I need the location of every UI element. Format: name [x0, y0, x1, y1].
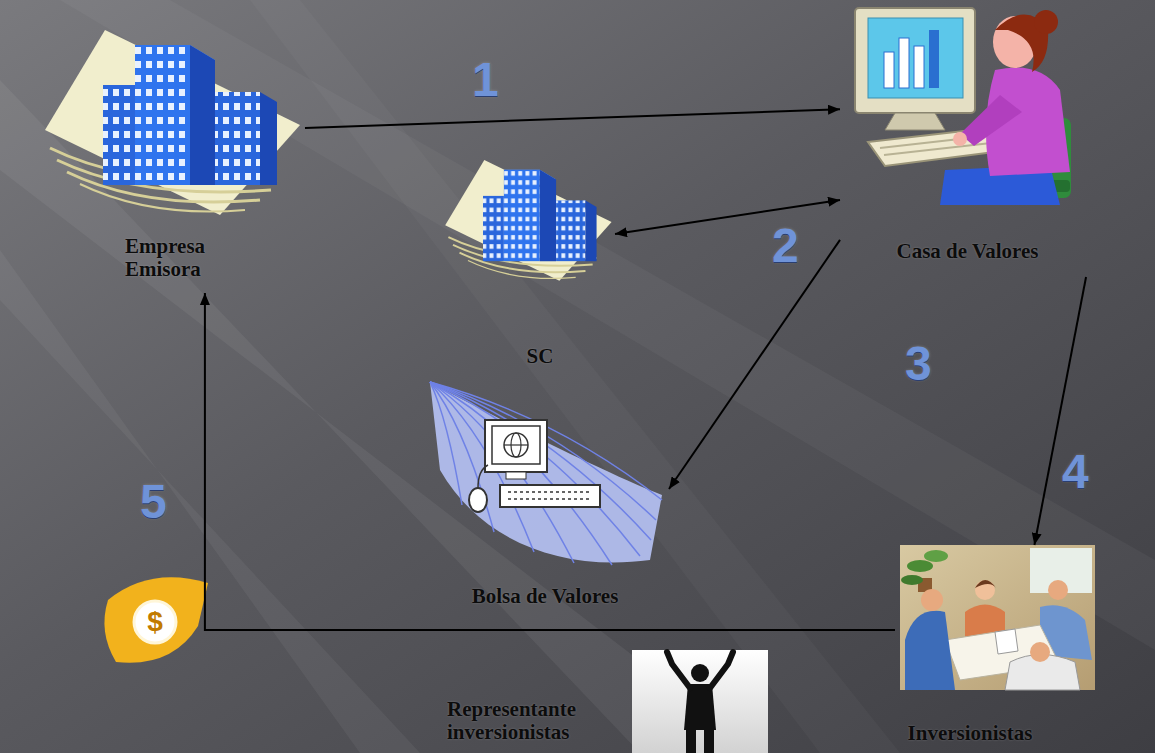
flow-arrow — [305, 109, 840, 128]
representative-silhouette — [686, 728, 696, 753]
exchange-computer-icon — [504, 433, 528, 457]
representative-node: Representante inversionistas — [445, 650, 770, 751]
building-icon — [445, 160, 611, 281]
representative-silhouette — [667, 652, 690, 688]
meeting-photo — [924, 550, 948, 562]
background — [250, 0, 900, 753]
broker-node: Casa de Valores — [840, 2, 1099, 277]
exchange-computer-icon — [478, 465, 488, 488]
office-worker-icon — [855, 8, 975, 113]
node-label: Bolsa de Valores — [425, 585, 665, 608]
meeting-photo — [900, 545, 1095, 690]
exchange-computer-icon — [430, 382, 662, 565]
office-worker-icon — [1034, 10, 1058, 34]
meeting-photo — [921, 589, 943, 611]
exchange-node: Bolsa de Valores — [425, 380, 669, 617]
meeting-photo — [901, 575, 923, 585]
exchange-computer-icon — [430, 382, 462, 505]
money-icon — [104, 577, 208, 662]
money-icon — [134, 601, 176, 643]
exchange-computer-icon — [430, 382, 651, 540]
office-worker-icon — [855, 8, 1071, 205]
office-worker-icon — [929, 30, 939, 88]
representative-silhouette — [632, 650, 768, 753]
office-worker-icon — [899, 38, 909, 88]
exchange-computer-icon — [469, 420, 600, 512]
exchange-computer-icon — [430, 382, 662, 562]
flow-arrow — [205, 293, 895, 630]
regulator-node: SC — [445, 140, 615, 375]
representative-silhouette — [691, 664, 709, 682]
meeting-photo — [907, 560, 933, 572]
node-label: Casa de Valores — [840, 240, 1095, 263]
office-worker-icon — [885, 113, 945, 130]
representative-silhouette — [684, 684, 716, 730]
exchange-computer-icon — [492, 426, 540, 464]
office-worker-icon — [884, 52, 894, 88]
exchange-computer-icon — [504, 444, 528, 445]
step-number: 3 — [905, 340, 932, 388]
office-worker-icon — [960, 95, 1022, 146]
exchange-computer-icon — [430, 382, 612, 565]
background — [0, 250, 420, 753]
flow-arrow — [615, 200, 840, 234]
node-label: SC — [500, 345, 580, 368]
flow-arrow — [1034, 277, 1086, 545]
exchange-computer-icon — [506, 472, 526, 479]
building-icon — [45, 30, 300, 215]
step-number: 4 — [1062, 448, 1089, 496]
meeting-photo — [905, 611, 955, 690]
building-icon — [45, 30, 612, 281]
meeting-photo — [1030, 642, 1050, 662]
node-label: Empresa Emisora — [125, 235, 235, 281]
node-label: Inversionistas — [895, 722, 1045, 745]
office-worker-icon — [868, 18, 963, 98]
dollar-sign: $ — [140, 608, 170, 636]
meeting-photo — [900, 545, 1095, 690]
representative-silhouette — [632, 650, 768, 753]
money-icon — [104, 577, 208, 662]
meeting-photo — [1048, 580, 1068, 600]
company-node: Empresa Emisora — [45, 35, 305, 293]
exchange-computer-icon — [500, 485, 600, 507]
meeting-photo — [995, 629, 1018, 654]
investors-node: Inversionistas — [895, 545, 1100, 750]
representative-silhouette — [704, 728, 714, 753]
step-number: 1 — [472, 56, 499, 104]
meeting-photo — [975, 580, 996, 588]
exchange-computer-icon — [485, 420, 547, 472]
step-number: 5 — [140, 478, 167, 526]
meeting-photo — [975, 580, 995, 600]
office-worker-icon — [953, 132, 967, 146]
exchange-computer-icon — [469, 488, 487, 512]
office-worker-icon — [914, 46, 924, 88]
representative-silhouette — [710, 652, 733, 688]
node-label: Representante inversionistas — [447, 698, 637, 744]
exchange-computer-icon — [430, 382, 574, 563]
exchange-computer-icon — [508, 492, 592, 499]
step-number: 2 — [772, 222, 799, 270]
exchange-computer-icon — [430, 382, 640, 556]
flow-arrow — [669, 240, 840, 489]
